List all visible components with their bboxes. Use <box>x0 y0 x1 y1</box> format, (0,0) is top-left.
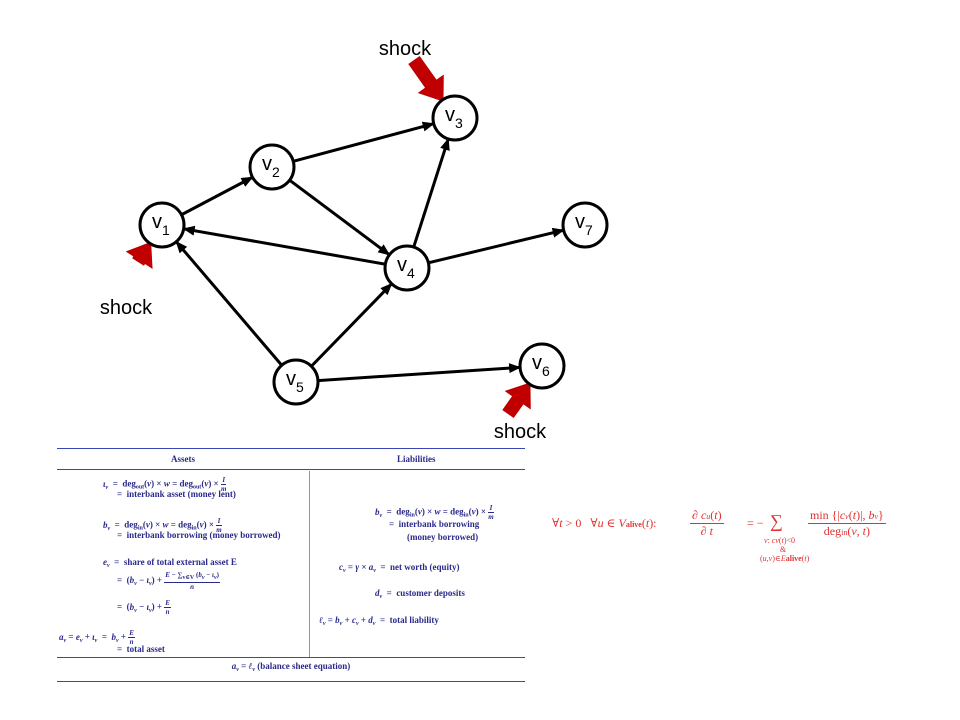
equity-rate-formula: ∀t > 0 ∀u ∈ Valive(t): ∂ cu(t)∂ t = − ∑ … <box>552 508 912 578</box>
node-circle-v3 <box>431 94 479 142</box>
lv-equation: ℓv = bv + cv + dv = total liability <box>319 615 439 627</box>
balance-sheet-table: Assets Liabilities ιv = degout(v) × w = … <box>57 448 525 682</box>
shock-label-v6: shock <box>494 421 547 443</box>
shock-arrow-v6 <box>502 382 531 419</box>
edge-v2-v4 <box>288 178 391 257</box>
column-divider <box>309 471 310 657</box>
edge-v5-v4 <box>310 282 393 368</box>
bv-liability-label-1: interbank borrowing <box>398 519 480 529</box>
node-circle-v4 <box>383 244 431 292</box>
dv-label: customer deposits <box>396 588 465 598</box>
node-v3: v3 <box>431 94 479 142</box>
bv-label: interbank borrowing (money borrowed) <box>126 530 281 540</box>
balance-equation-label: (balance sheet equation) <box>257 661 351 671</box>
node-circle-v6 <box>518 342 566 390</box>
cv-equation: cv = γ × av = net worth (equity) <box>339 562 460 574</box>
ev-equation: ev = share of total external asset E <box>103 557 237 569</box>
node-v4: v4 <box>383 244 431 292</box>
lv-label: total liability <box>389 615 439 625</box>
node-circle-v5 <box>272 358 320 406</box>
derivative-fraction: ∂ cu(t)∂ t <box>690 508 724 538</box>
shock-arrow-v3 <box>408 55 444 102</box>
shock-label-v3: shock <box>379 38 432 60</box>
node-v6: v6 <box>518 342 566 390</box>
liabilities-header: Liabilities <box>397 454 436 464</box>
node-layer: v1 v2 v3 v4 v5 v6 v7 <box>138 94 609 406</box>
network-diagram: shock shock shock v1 v2 v3 v4 v5 v6 v7 <box>100 38 609 443</box>
sum-condition-1: v: cv(t)<0 <box>764 536 796 545</box>
iv-description: = interbank asset (money lent) <box>117 489 236 499</box>
shock-label-v1: shock <box>100 297 153 319</box>
av-label: total asset <box>126 644 165 654</box>
table-header: Assets Liabilities <box>57 449 525 470</box>
edge-v5-v6 <box>317 363 522 383</box>
edge-v4-v3 <box>412 138 450 248</box>
balance-equation: av = ℓv (balance sheet equation) <box>231 661 351 673</box>
min-fraction: min {|cv(t)|, bv}degin(v, t) <box>808 508 886 538</box>
node-circle-v7 <box>561 201 609 249</box>
edge-layer <box>175 121 565 383</box>
node-v5: v5 <box>272 358 320 406</box>
sum-condition-and: & <box>780 545 787 554</box>
assets-header: Assets <box>171 454 195 464</box>
edge-v2-v3 <box>292 121 435 163</box>
bv-description: = interbank borrowing (money borrowed) <box>117 530 281 540</box>
node-v7: v7 <box>561 201 609 249</box>
ev-label: share of total external asset E <box>123 557 237 567</box>
footer-rule <box>57 657 525 658</box>
edge-v4-v7 <box>428 227 565 265</box>
iv-label: interbank asset (money lent) <box>126 489 236 499</box>
cv-label: net worth (equity) <box>390 562 460 572</box>
edge-v4-v1 <box>182 225 386 266</box>
equals-minus: = − <box>747 516 764 530</box>
ev-expansion-1: = (bv − ιv) + E − ∑v∈V (bv − ιv)n <box>117 571 220 591</box>
sum-symbol: ∑ <box>770 511 783 531</box>
dv-equation: dv = customer deposits <box>375 588 465 600</box>
shock-layer: shock shock shock <box>100 38 547 443</box>
node-v2: v2 <box>248 143 296 191</box>
node-circle-v2 <box>248 143 296 191</box>
bv-liability-desc-2: (money borrowed) <box>407 532 479 542</box>
edge-v1-v2 <box>180 175 254 217</box>
shock-arrow-v1 <box>125 241 153 269</box>
bv-liability-desc-1: = interbank borrowing <box>389 519 480 529</box>
sum-condition-2: (u,v)∈Ealive(t) <box>760 554 810 563</box>
edge-v5-v1 <box>175 240 283 367</box>
node-v1: v1 <box>138 201 186 249</box>
quantifier-text: ∀t > 0 ∀u ∈ Valive(t): <box>552 516 657 530</box>
node-circle-v1 <box>138 201 186 249</box>
av-description: = total asset <box>117 644 165 654</box>
